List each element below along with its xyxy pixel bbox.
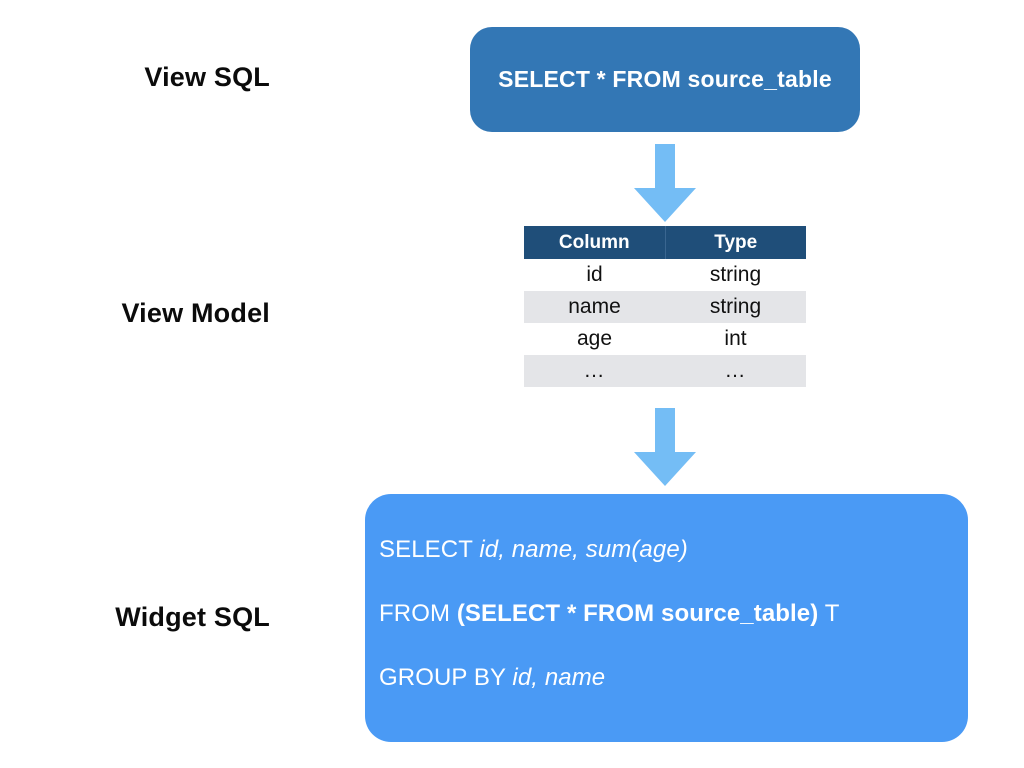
row-label-widget-sql: Widget SQL	[115, 602, 270, 632]
view-model-table: Column Type id string name string age in…	[524, 226, 806, 387]
table-row: age int	[524, 323, 806, 355]
widget-sql-groupby-columns: id, name	[512, 664, 606, 691]
table-row: id string	[524, 259, 806, 291]
table-header-type: Type	[665, 226, 806, 259]
table-cell-type: string	[665, 291, 806, 323]
table-cell-column: id	[524, 259, 665, 291]
view-sql-statement: SELECT * FROM source_table	[498, 66, 832, 92]
widget-sql-select-columns: id, name, sum(age)	[479, 536, 688, 563]
widget-sql-from-alias: T	[818, 600, 840, 627]
table-cell-type: int	[665, 323, 806, 355]
table-header-row: Column Type	[524, 226, 806, 259]
view-sql-box: SELECT * FROM source_table	[470, 27, 860, 132]
arrow-down-icon-view-sql-to-view-model	[634, 144, 696, 222]
widget-sql-box: SELECT id, name, sum(age) FROM (SELECT *…	[365, 494, 968, 742]
table-cell-column: name	[524, 291, 665, 323]
table-header-column: Column	[524, 226, 666, 259]
table-cell-column: …	[524, 355, 665, 387]
widget-sql-groupby-keyword: GROUP BY	[379, 664, 513, 691]
widget-sql-line-group-by: GROUP BY id, name	[379, 666, 968, 690]
widget-sql-from-keyword: FROM	[379, 600, 457, 627]
widget-sql-from-subquery: (SELECT * FROM source_table)	[456, 600, 819, 627]
table-cell-column: age	[524, 323, 665, 355]
row-label-view-model: View Model	[121, 298, 270, 328]
widget-sql-line-from: FROM (SELECT * FROM source_table) T	[379, 602, 968, 626]
row-label-view-sql: View SQL	[144, 62, 270, 92]
widget-sql-select-keyword: SELECT	[379, 536, 480, 563]
table-row: … …	[524, 355, 806, 387]
widget-sql-line-select: SELECT id, name, sum(age)	[379, 538, 968, 562]
arrow-down-icon-view-model-to-widget-sql	[634, 408, 696, 486]
table-cell-type: string	[665, 259, 806, 291]
table-row: name string	[524, 291, 806, 323]
table-cell-type: …	[665, 355, 806, 387]
